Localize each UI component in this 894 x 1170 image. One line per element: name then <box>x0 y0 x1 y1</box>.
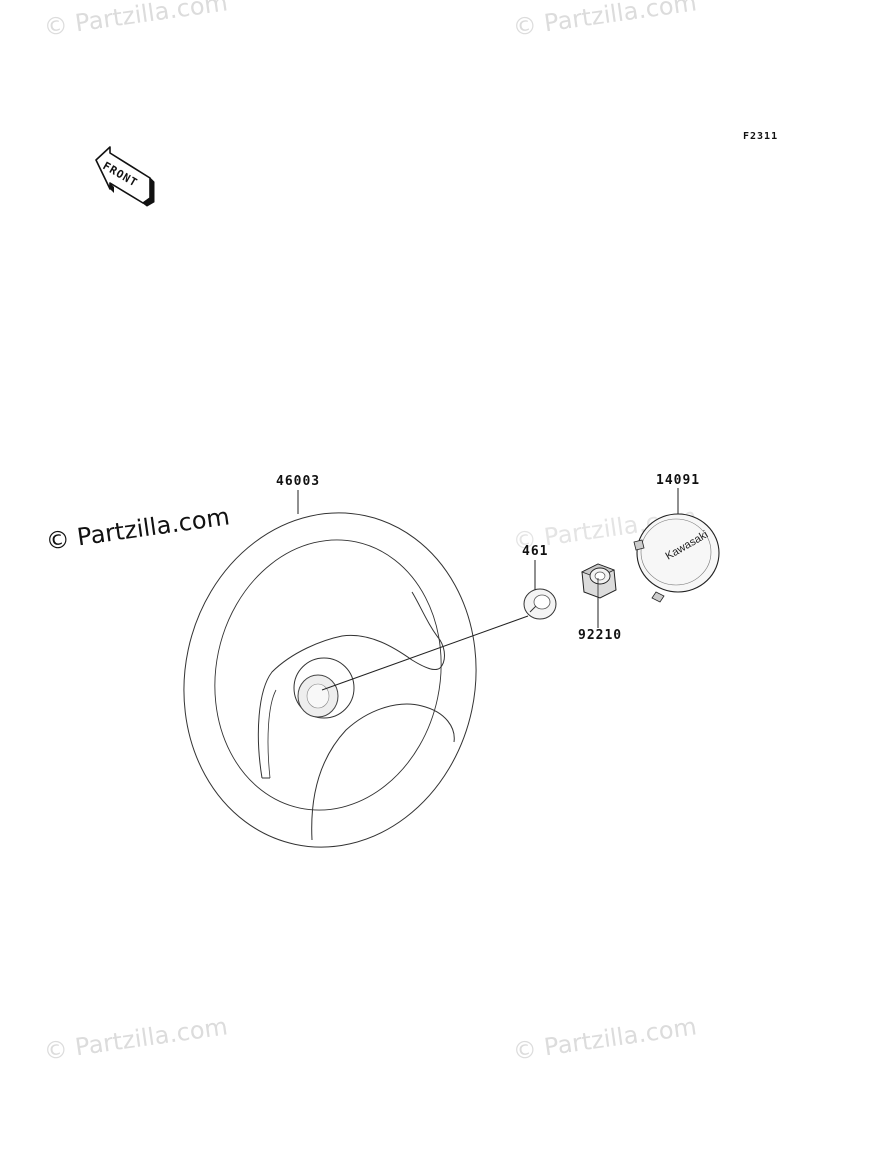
part-number-46003[interactable]: 46003 <box>276 474 321 489</box>
wheel-rim-outer <box>183 512 477 848</box>
nut-drawing <box>581 563 617 599</box>
leader-lines <box>297 488 679 691</box>
wheel-spoke-lower <box>311 703 455 841</box>
cover-drawing: Kawasaki <box>633 513 720 603</box>
front-arrow-icon: FRONT <box>95 146 155 207</box>
figure-code: F2311 <box>743 131 779 142</box>
leader-washer-to-hub <box>321 615 529 691</box>
steering-wheel-drawing <box>183 512 477 848</box>
washer-drawing <box>523 588 557 620</box>
wheel-spoke-left <box>257 634 441 779</box>
wheel-hub <box>293 657 355 719</box>
part-number-92210[interactable]: 92210 <box>578 628 623 643</box>
part-number-14091[interactable]: 14091 <box>656 473 701 488</box>
part-number-461[interactable]: 461 <box>522 544 549 559</box>
wheel-spoke-right <box>411 591 445 669</box>
wheel-rim-inner <box>214 539 442 811</box>
